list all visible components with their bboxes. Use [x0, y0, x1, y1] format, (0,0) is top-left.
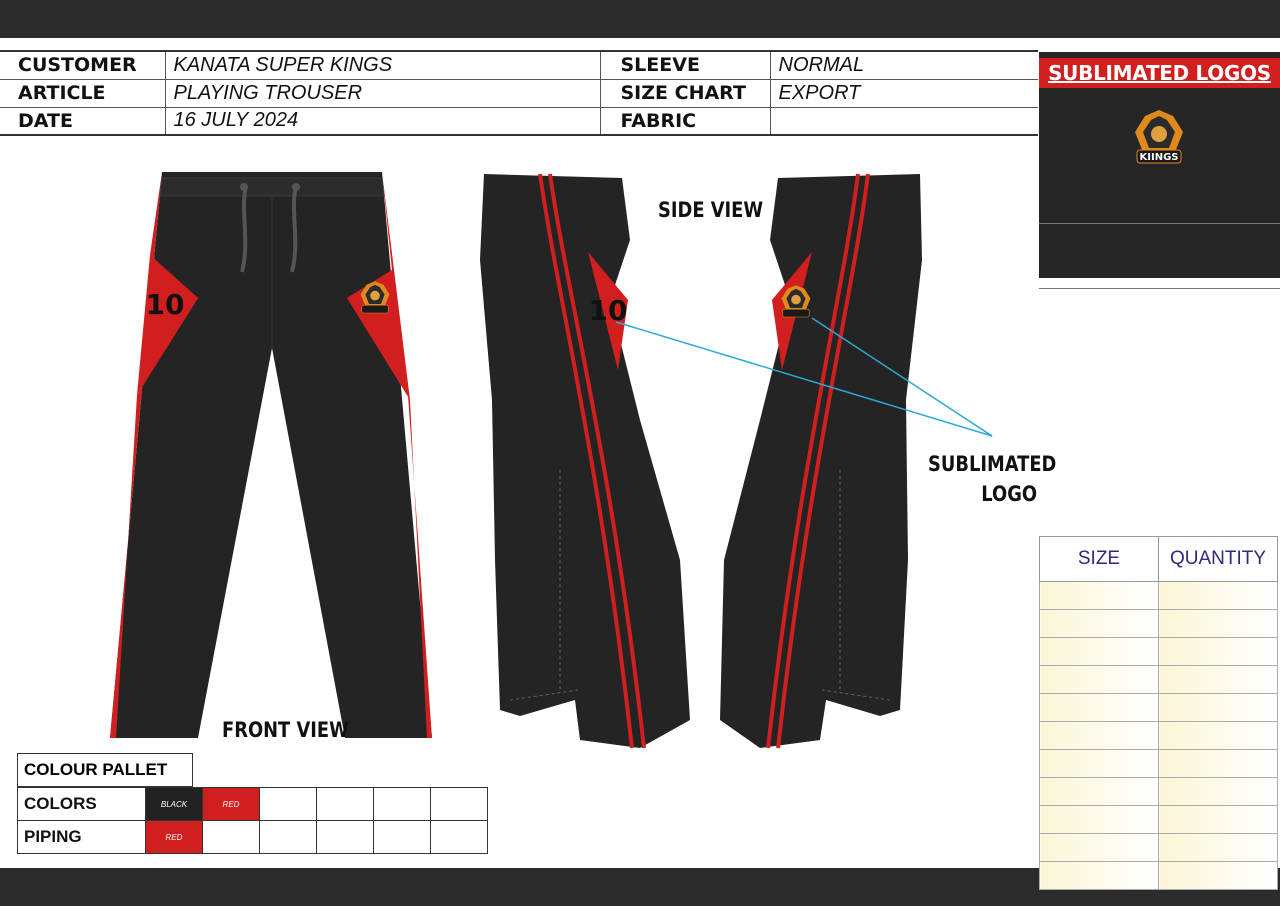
table-row [1039, 693, 1278, 722]
colour-pallet-table: COLORS BLACK RED PIPING RED [17, 787, 488, 854]
color-swatch-empty [259, 787, 317, 821]
front-logo-icon [360, 281, 390, 314]
callout-line [615, 321, 993, 437]
front-view-label: FRONT VIEW [222, 718, 349, 742]
size-cell[interactable] [1039, 833, 1159, 862]
side-logo-icon [781, 285, 811, 318]
quantity-cell[interactable] [1158, 833, 1278, 862]
team-logo-icon: KIINGS [1135, 110, 1183, 164]
color-swatch-empty [316, 787, 374, 821]
quantity-header: QUANTITY [1158, 536, 1278, 582]
logo-text: KIINGS [1140, 152, 1179, 163]
quantity-cell[interactable] [1158, 665, 1278, 694]
quantity-cell[interactable] [1158, 637, 1278, 666]
table-row [1039, 609, 1278, 638]
quantity-cell[interactable] [1158, 861, 1278, 890]
size-cell[interactable] [1039, 609, 1159, 638]
quantity-cell[interactable] [1158, 721, 1278, 750]
callout-line2: LOGO [981, 482, 1038, 506]
quantity-cell[interactable] [1158, 581, 1278, 610]
table-row [1039, 805, 1278, 834]
logo-size-note: Logo sizes as per Medium size [1077, 296, 1242, 310]
quantity-cell[interactable] [1158, 609, 1278, 638]
order-info-table: CUSTOMER KANATA SUPER KINGS SLEEVE NORMA… [0, 50, 1038, 136]
callout-line1: SUBLIMATED [928, 452, 1057, 476]
date-value: 16 JULY 2024 [164, 106, 600, 136]
table-row [1039, 665, 1278, 694]
piping-swatch-empty [202, 820, 260, 854]
callout-line [811, 317, 993, 437]
color-swatch-black: BLACK [145, 787, 203, 821]
colour-pallet: COLOUR PALLET COLORS BLACK RED PIPING RE… [17, 753, 488, 854]
table-row [1039, 833, 1278, 862]
table-row [1039, 861, 1278, 890]
size-cell[interactable] [1039, 721, 1159, 750]
side-view-left-trouser: 10 [480, 173, 690, 749]
table-row [1039, 581, 1278, 610]
fabric-label: FABRIC [599, 106, 770, 136]
color-swatch-empty [373, 787, 431, 821]
size-cell[interactable] [1039, 805, 1159, 834]
side-view-label: SIDE VIEW [658, 198, 764, 222]
front-number: 10 [146, 288, 185, 321]
table-row [1039, 777, 1278, 806]
table-row [1039, 749, 1278, 778]
size-cell[interactable] [1039, 861, 1159, 890]
side-number: 10 [589, 294, 628, 327]
piping-swatch-empty [316, 820, 374, 854]
quantity-cell[interactable] [1158, 693, 1278, 722]
colour-pallet-title: COLOUR PALLET [17, 753, 193, 787]
date-label: DATE [0, 106, 165, 136]
quantity-cell[interactable] [1158, 749, 1278, 778]
logo-cell: KIINGS [1039, 88, 1280, 224]
size-chart-value: EXPORT [769, 78, 1038, 108]
table-row [1039, 721, 1278, 750]
colors-label: COLORS [17, 787, 146, 821]
sublimated-logos-panel: SUBLIMATED LOGOS KIINGS Logo sizes as pe… [1039, 52, 1280, 310]
size-quantity-table: SIZE QUANTITY [1039, 536, 1278, 890]
sublimated-logo-callout: SUBLIMATED LOGO [928, 452, 1056, 506]
color-swatch-red: RED [202, 787, 260, 821]
piping-label: PIPING [17, 820, 146, 854]
color-swatch-empty [430, 787, 488, 821]
size-cell[interactable] [1039, 693, 1159, 722]
sublimated-logos-title: SUBLIMATED LOGOS [1039, 58, 1280, 88]
fabric-value [769, 106, 1038, 136]
size-cell[interactable] [1039, 777, 1159, 806]
article-value: PLAYING TROUSER [164, 78, 600, 108]
front-view-trouser: 10 [110, 172, 432, 738]
logo-cell-empty [1039, 224, 1280, 289]
piping-swatch-empty [430, 820, 488, 854]
side-view-right-trouser [720, 173, 922, 749]
piping-swatch-empty [259, 820, 317, 854]
size-cell[interactable] [1039, 749, 1159, 778]
size-cell[interactable] [1039, 581, 1159, 610]
customer-value: KANATA SUPER KINGS [164, 50, 600, 80]
quantity-cell[interactable] [1158, 805, 1278, 834]
piping-swatch-red: RED [145, 820, 203, 854]
size-header: SIZE [1039, 536, 1159, 582]
size-cell[interactable] [1039, 637, 1159, 666]
quantity-cell[interactable] [1158, 777, 1278, 806]
table-row [1039, 637, 1278, 666]
top-bar [0, 0, 1280, 38]
customer-label: CUSTOMER [0, 50, 165, 80]
size-cell[interactable] [1039, 665, 1159, 694]
piping-swatch-empty [373, 820, 431, 854]
size-chart-label: SIZE CHART [599, 78, 770, 108]
